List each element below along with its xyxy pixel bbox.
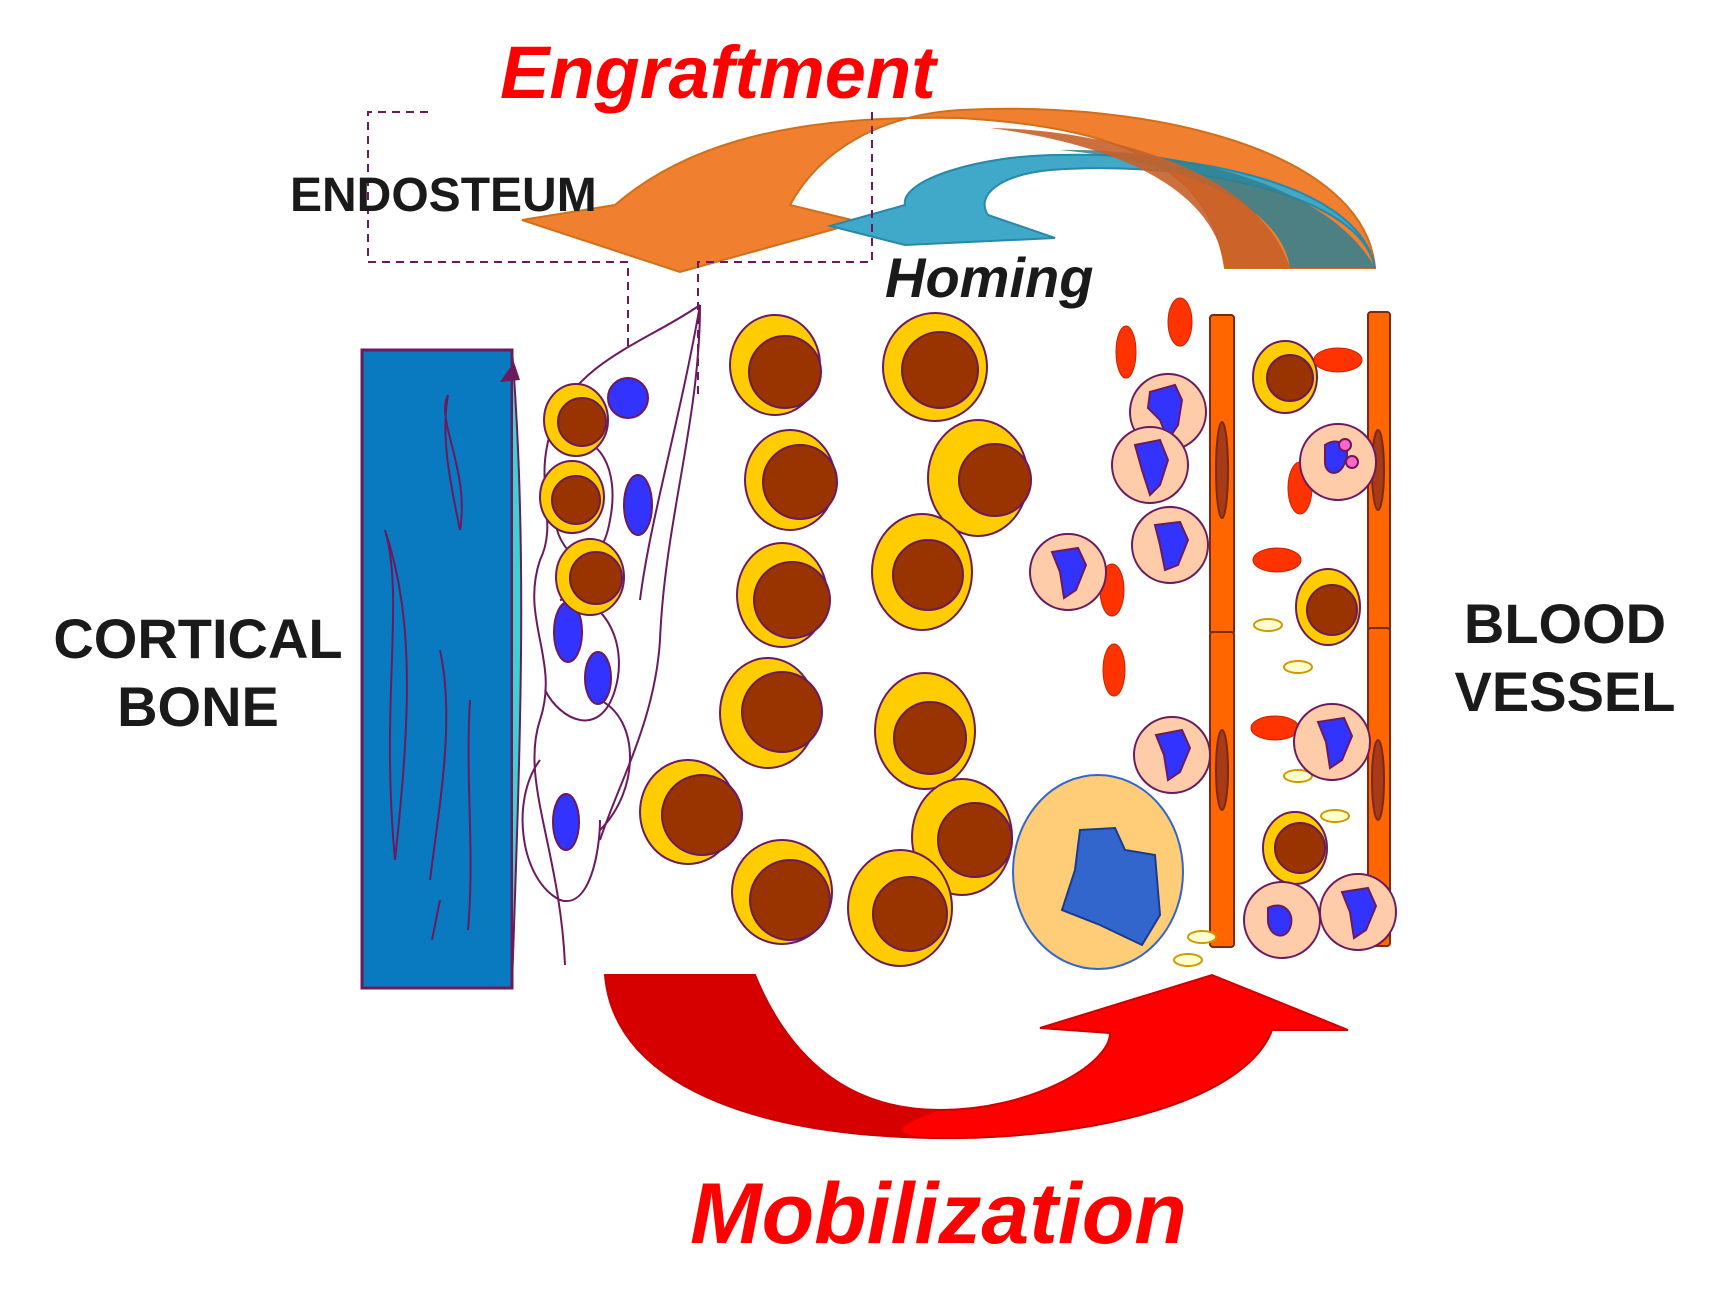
stromal-nuclei <box>552 377 653 851</box>
endosteum-callout <box>367 111 873 400</box>
leukocyte <box>1133 716 1211 794</box>
stem-cells <box>539 312 1361 967</box>
stem-cell <box>555 538 625 616</box>
stem-cell <box>1262 811 1328 885</box>
macrophage <box>1012 774 1184 970</box>
leukocyte <box>1029 533 1107 611</box>
leukocyte <box>1293 703 1371 781</box>
blood-vessel-walls <box>1209 311 1391 948</box>
stem-cell <box>736 542 831 648</box>
cortical-bone <box>360 348 514 990</box>
cortical-bone-label: CORTICAL BONE <box>53 607 343 738</box>
platelets <box>1173 618 1350 967</box>
stem-cell <box>882 312 988 422</box>
stem-cell <box>719 657 823 769</box>
bone-lamellae <box>384 394 472 941</box>
arrow-overlap-band-orange <box>990 128 1290 268</box>
homing-label: Homing <box>885 246 1094 309</box>
mobilization-label: Mobilization <box>690 1166 1187 1262</box>
arrow-overlap-band <box>1060 149 1375 268</box>
stem-cell <box>927 419 1032 537</box>
mobilization-arrow-shade <box>605 975 940 1139</box>
endosteum-label: ENDOSTEUM <box>290 169 597 222</box>
engraftment-arrow <box>521 107 1377 274</box>
leukocyte <box>1299 423 1377 501</box>
engraftment-label: Engraftment <box>500 31 936 114</box>
stem-cell <box>871 513 973 631</box>
leukocyte <box>1243 881 1321 959</box>
leukocyte <box>1319 873 1397 951</box>
lining-arrowhead <box>500 362 520 382</box>
stem-cell <box>543 383 609 457</box>
stem-cell <box>847 849 953 967</box>
leukocyte <box>1111 426 1189 504</box>
stem-cell <box>731 839 833 945</box>
stem-cell <box>539 460 605 534</box>
blood-vessel-label: BLOOD VESSEL <box>1454 592 1676 723</box>
leukocyte <box>1131 506 1209 584</box>
leukocytes <box>1029 373 1397 959</box>
stem-cell <box>744 429 838 531</box>
stem-cell <box>729 314 822 416</box>
stem-cell <box>1252 340 1318 414</box>
red-blood-cells <box>1099 297 1363 741</box>
stem-cell <box>874 672 976 790</box>
bone-lining-cells <box>511 349 523 986</box>
stem-cell <box>639 759 743 865</box>
stem-cell <box>1295 568 1361 646</box>
